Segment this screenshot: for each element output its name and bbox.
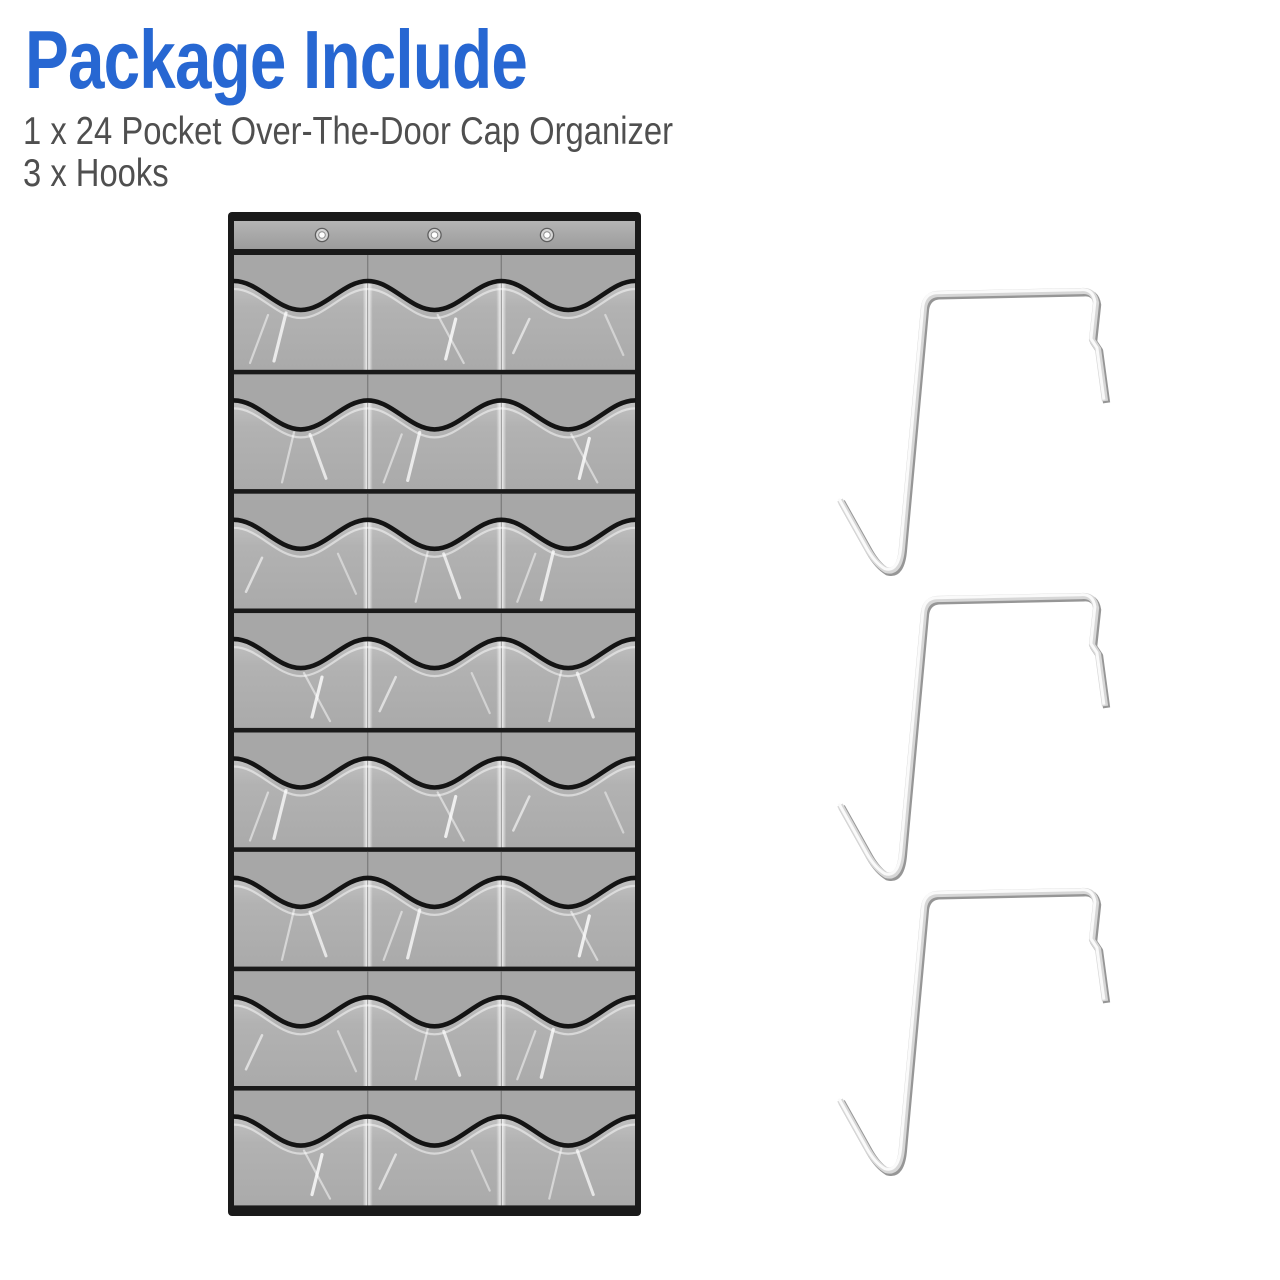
over-door-hook-image (837, 592, 1111, 881)
over-door-hook-image (837, 887, 1111, 1176)
over-door-hook-image (837, 287, 1111, 576)
page-title: Package Include (25, 13, 528, 106)
package-item-organizer: 1 x 24 Pocket Over-The-Door Cap Organize… (23, 110, 674, 153)
cap-organizer-image (228, 212, 641, 1216)
package-item-hooks: 3 x Hooks (23, 152, 169, 195)
